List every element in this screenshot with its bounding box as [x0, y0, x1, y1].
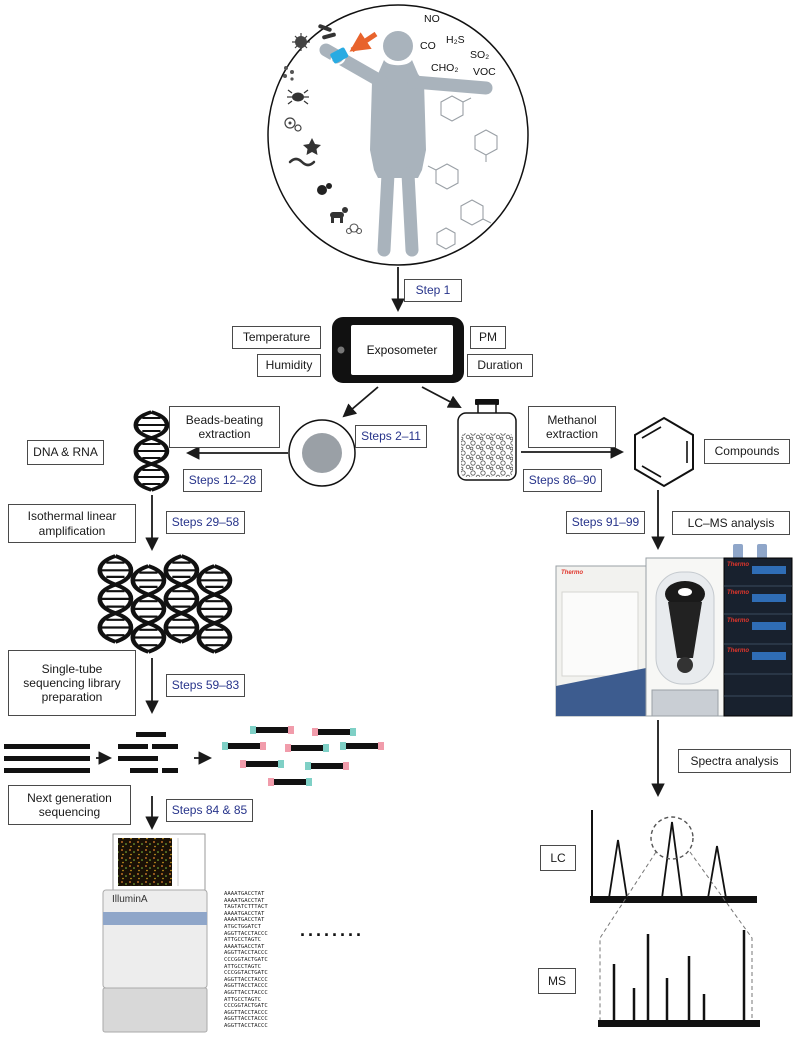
dna-helix-icon [136, 412, 167, 490]
dust-icon [345, 223, 363, 235]
ms-label-box: MS [538, 968, 576, 994]
temperature-box: Temperature [232, 326, 321, 349]
sequence-reads: AAAATGACCTAT AAAATGACCTAT TAGTATCTTTACT … [224, 891, 268, 1029]
gas-label-h2s: H₂S [446, 34, 465, 46]
diatom-icon [303, 138, 321, 155]
insect-icon [287, 89, 309, 105]
duration-box: Duration [467, 354, 533, 377]
thermo-brand-label: Thermo [727, 562, 750, 568]
zoom-guide-line [689, 851, 753, 1022]
lc-label-box: LC [540, 845, 576, 871]
dna-rna-box: DNA & RNA [27, 440, 104, 465]
steps-91-99-box: Steps 91–99 [566, 511, 645, 534]
sorbent-jar-icon [457, 399, 517, 481]
lcms-analysis-box: LC–MS analysis [672, 511, 790, 535]
dna-fragmentation-icons [4, 726, 384, 786]
wearable-device-icon [330, 47, 349, 66]
adapter-ligated-fragments-icon [222, 726, 384, 786]
methanol-box: Methanol extraction [528, 406, 616, 448]
ms-peaks [612, 930, 746, 1022]
exposometer-label: Exposometer [366, 343, 438, 357]
solvent-bottle-icon [733, 544, 743, 559]
sequencer-brand-label: IlluminA [112, 894, 148, 905]
spectra-analysis-box: Spectra analysis [678, 749, 791, 773]
phone-speaker-icon [337, 346, 345, 354]
thermo-brand-label: Thermo [561, 570, 584, 576]
mite-icon [317, 183, 332, 195]
dog-icon [330, 207, 348, 223]
human-silhouette [319, 31, 493, 257]
compounds-box: Compounds [704, 439, 790, 464]
gas-label-co: CO [420, 40, 436, 52]
steps-86-90-box: Steps 86–90 [523, 469, 602, 492]
benzene-ring-icon [634, 416, 694, 488]
worm-icon [288, 157, 316, 167]
ellipsis-label: ........ [300, 920, 365, 940]
gas-label-voc: VOC [473, 66, 496, 78]
solvent-bottle-icon [757, 544, 767, 559]
beads-beating-box: Beads-beating extraction [169, 406, 280, 448]
gas-label-so2: SO₂ [470, 49, 490, 61]
highlighted-peak-circle [650, 816, 694, 860]
pm-box: PM [470, 326, 506, 349]
steps-59-83-box: Steps 59–83 [166, 674, 245, 697]
sequencer-icon [102, 833, 208, 1033]
steps-12-28-box: Steps 12–28 [183, 469, 262, 492]
lc-trace [592, 821, 755, 899]
steps-84-85-box: Steps 84 & 85 [166, 799, 253, 822]
humidity-box: Humidity [257, 354, 321, 377]
hplc-stack-icon [723, 544, 793, 717]
flowcell-image-icon [118, 838, 172, 886]
virus-icon [292, 33, 310, 51]
steps-29-58-box: Steps 29–58 [166, 511, 245, 534]
exposometer-icon [332, 317, 464, 383]
library-prep-box: Single-tube sequencing library preparati… [8, 650, 136, 716]
step-1-box: Step 1 [404, 279, 462, 302]
thermo-brand-label: Thermo [727, 618, 750, 624]
ms-spectrum [598, 930, 760, 1027]
steps-2-11-box: Steps 2–11 [355, 425, 427, 448]
filter-sample-icon [288, 419, 356, 487]
gas-label-cho2: CHO₂ [431, 62, 459, 74]
gas-label-no: NO [424, 13, 440, 25]
lcms-instruments-icon [555, 544, 793, 717]
bacteria-icon [318, 24, 336, 40]
flow-arrows [96, 267, 665, 831]
device-pointer-arrow [349, 31, 378, 53]
mass-spectrometer-icon [645, 557, 725, 717]
pollen-icon [284, 117, 302, 132]
thermo-brand-label: Thermo [727, 590, 750, 596]
isothermal-box: Isothermal linear amplification [8, 504, 136, 543]
genomic-dna-icon [4, 744, 90, 773]
lc-instrument-icon [555, 565, 647, 717]
exposure-circle [267, 4, 529, 266]
amplified-dna-icons [100, 556, 230, 652]
lc-chromatogram [590, 810, 757, 1022]
ngs-box: Next generation sequencing [8, 785, 131, 825]
microbes-icons [283, 24, 363, 235]
thermo-brand-label: Thermo [727, 648, 750, 654]
spores-icon [283, 66, 294, 81]
dna-fragments-icon [118, 732, 178, 773]
chemical-structures-icons [427, 95, 498, 250]
